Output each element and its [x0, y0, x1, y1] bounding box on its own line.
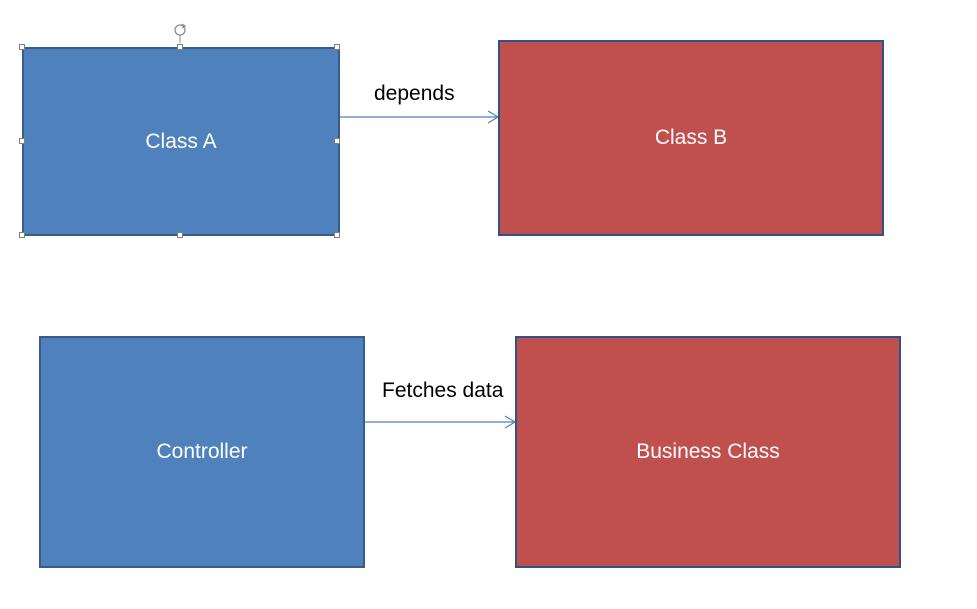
edge-depends-arrow[interactable] — [339, 110, 500, 124]
resize-handle-top-right[interactable] — [334, 44, 340, 50]
controller-box[interactable]: Controller — [39, 336, 365, 568]
business-class-label: Business Class — [636, 440, 780, 463]
resize-handle-bottom-left[interactable] — [19, 232, 25, 238]
class-b-box[interactable]: Class B — [498, 40, 884, 236]
resize-handle-top-left[interactable] — [19, 44, 25, 50]
edge-fetches-data-label[interactable]: Fetches data — [382, 379, 504, 402]
resize-handle-right[interactable] — [334, 138, 340, 144]
class-a-label: Class A — [145, 129, 217, 153]
business-class-box[interactable]: Business Class — [515, 336, 901, 568]
controller-label: Controller — [156, 440, 248, 463]
class-a-box[interactable]: Class A — [22, 47, 340, 236]
class-b-label: Class B — [654, 126, 728, 149]
edge-fetches-data-arrow[interactable] — [364, 415, 517, 429]
edge-depends-label[interactable]: depends — [374, 82, 455, 105]
resize-handle-bottom-right[interactable] — [334, 232, 340, 238]
rotate-handle-icon[interactable] — [172, 23, 188, 43]
resize-handle-left[interactable] — [19, 138, 25, 144]
resize-handle-bottom[interactable] — [177, 232, 183, 238]
resize-handle-top[interactable] — [177, 44, 183, 50]
